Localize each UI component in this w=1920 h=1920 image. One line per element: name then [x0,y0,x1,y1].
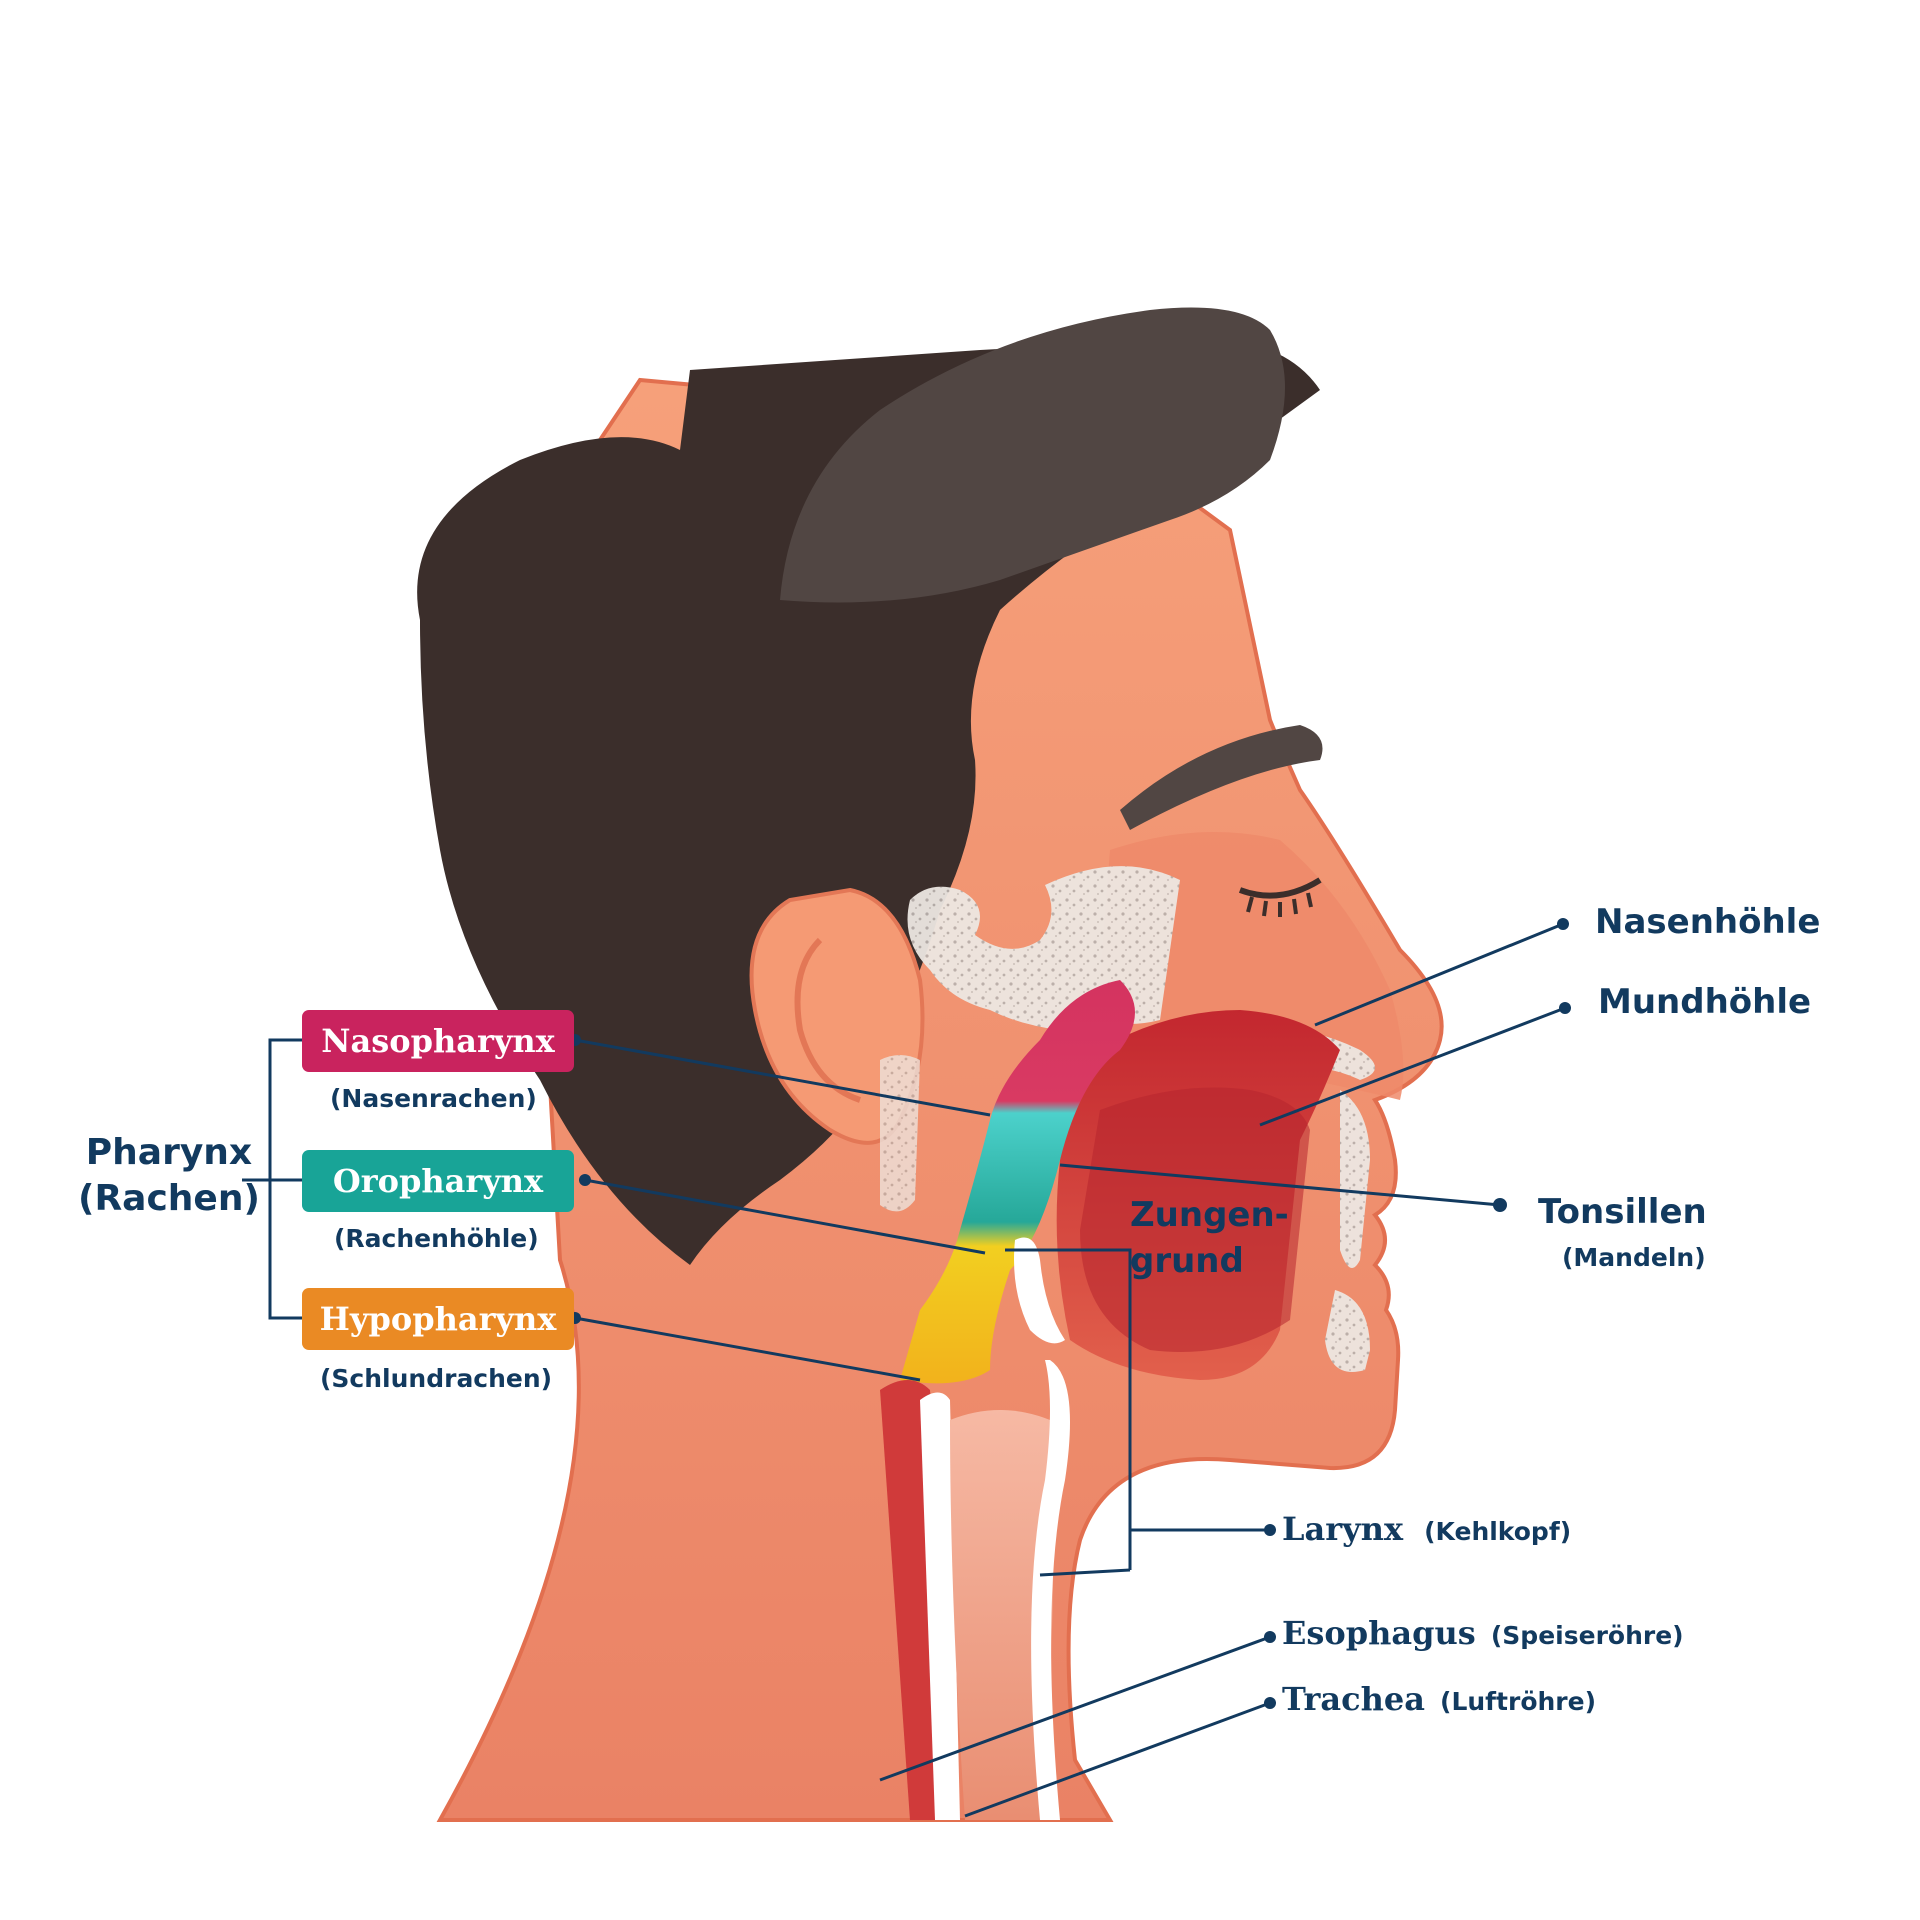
label-larynx: Larynx [1282,1510,1404,1548]
label-larynx-row: Larynx (Kehlkopf) [1282,1510,1571,1548]
oropharynx-sub: (Rachenhöhle) [334,1224,539,1253]
hair [417,307,1321,1266]
hypopharynx-badge: Hypopharynx [302,1288,574,1350]
oral-cavity [1056,1010,1340,1380]
label-tonsillen-sub: (Mandeln) [1562,1243,1706,1272]
label-zungengrund-line2: grund [1130,1241,1244,1281]
label-nasenhoehle: Nasenhöhle [1595,902,1821,942]
label-trachea-sub: (Luftröhre) [1440,1687,1597,1716]
label-mundhoehle: Mundhöhle [1598,982,1812,1022]
label-trachea: Trachea [1282,1680,1425,1718]
esophagus-trachea [880,1360,1070,1820]
label-esophagus-row: Esophagus (Speiseröhre) [1282,1614,1684,1652]
eye-icon [1238,877,1322,917]
nasopharynx-badge: Nasopharynx [302,1010,574,1072]
eyebrow [1120,725,1323,830]
pharynx-tube [900,980,1135,1384]
pharynx-group-title: Pharynx (Rachen) [78,1130,260,1222]
nasopharynx-sub: (Nasenrachen) [330,1084,537,1113]
leader-dots [569,918,1571,1709]
hypopharynx-sub: (Schlundrachen) [320,1364,553,1393]
label-esophagus-sub: (Speiseröhre) [1490,1621,1684,1650]
label-trachea-row: Trachea (Luftröhre) [1282,1680,1596,1718]
pharynx-title-line1: Pharynx [85,1132,253,1173]
label-zungengrund-line1: Zungen- [1130,1195,1289,1235]
label-esophagus: Esophagus [1282,1614,1476,1652]
leader-lines [242,922,1566,1818]
label-tonsillen: Tonsillen [1538,1192,1707,1232]
epiglottis [1014,1237,1065,1344]
pharynx-title-line2: (Rachen) [78,1178,260,1219]
label-larynx-sub: (Kehlkopf) [1424,1517,1572,1546]
label-zungengrund: Zungen- grund [1130,1192,1289,1284]
oropharynx-badge: Oropharynx [302,1150,574,1212]
